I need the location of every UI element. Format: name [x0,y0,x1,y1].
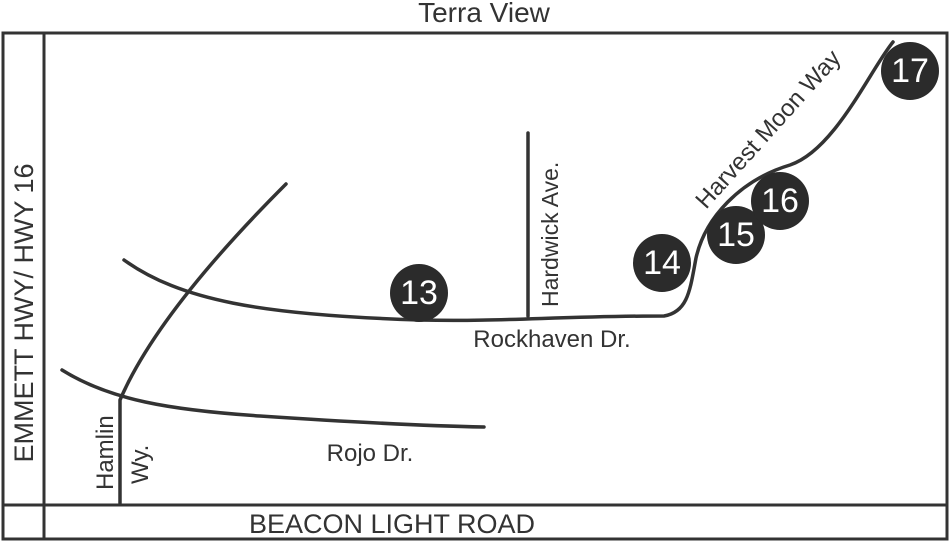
map-frame [1,31,949,541]
lot-marker-14[interactable]: 14 [633,234,691,292]
emmett-hwy-label: EMMETT HWY/ HWY 16 [9,163,39,462]
rojo-dr-label: Rojo Dr. [327,440,414,467]
lot-marker-15[interactable]: 15 [707,206,765,264]
hamlin-way-road [118,182,288,505]
lot-label-17: 17 [891,52,929,90]
rockhaven-harvest-moon-road [122,40,895,323]
rojo-dr-road [60,368,486,429]
lot-label-14: 14 [643,244,681,282]
rockhaven-dr-label: Rockhaven Dr. [473,326,630,353]
lot-marker-16[interactable]: 16 [751,172,809,230]
lot-label-13: 13 [400,274,438,312]
lot-label-15: 15 [717,216,755,254]
hamlin-label-line2: Wy. [127,445,154,484]
terra-view-label: Terra View [418,0,551,28]
hardwick-ave-label: Hardwick Ave. [537,162,563,307]
lot-marker-13[interactable]: 13 [390,264,448,322]
hamlin-label-line1: Hamlin [92,415,119,490]
lot-marker-17[interactable]: 17 [881,42,939,100]
beacon-light-road-label: BEACON LIGHT ROAD [249,509,535,539]
lot-label-16: 16 [761,182,799,220]
